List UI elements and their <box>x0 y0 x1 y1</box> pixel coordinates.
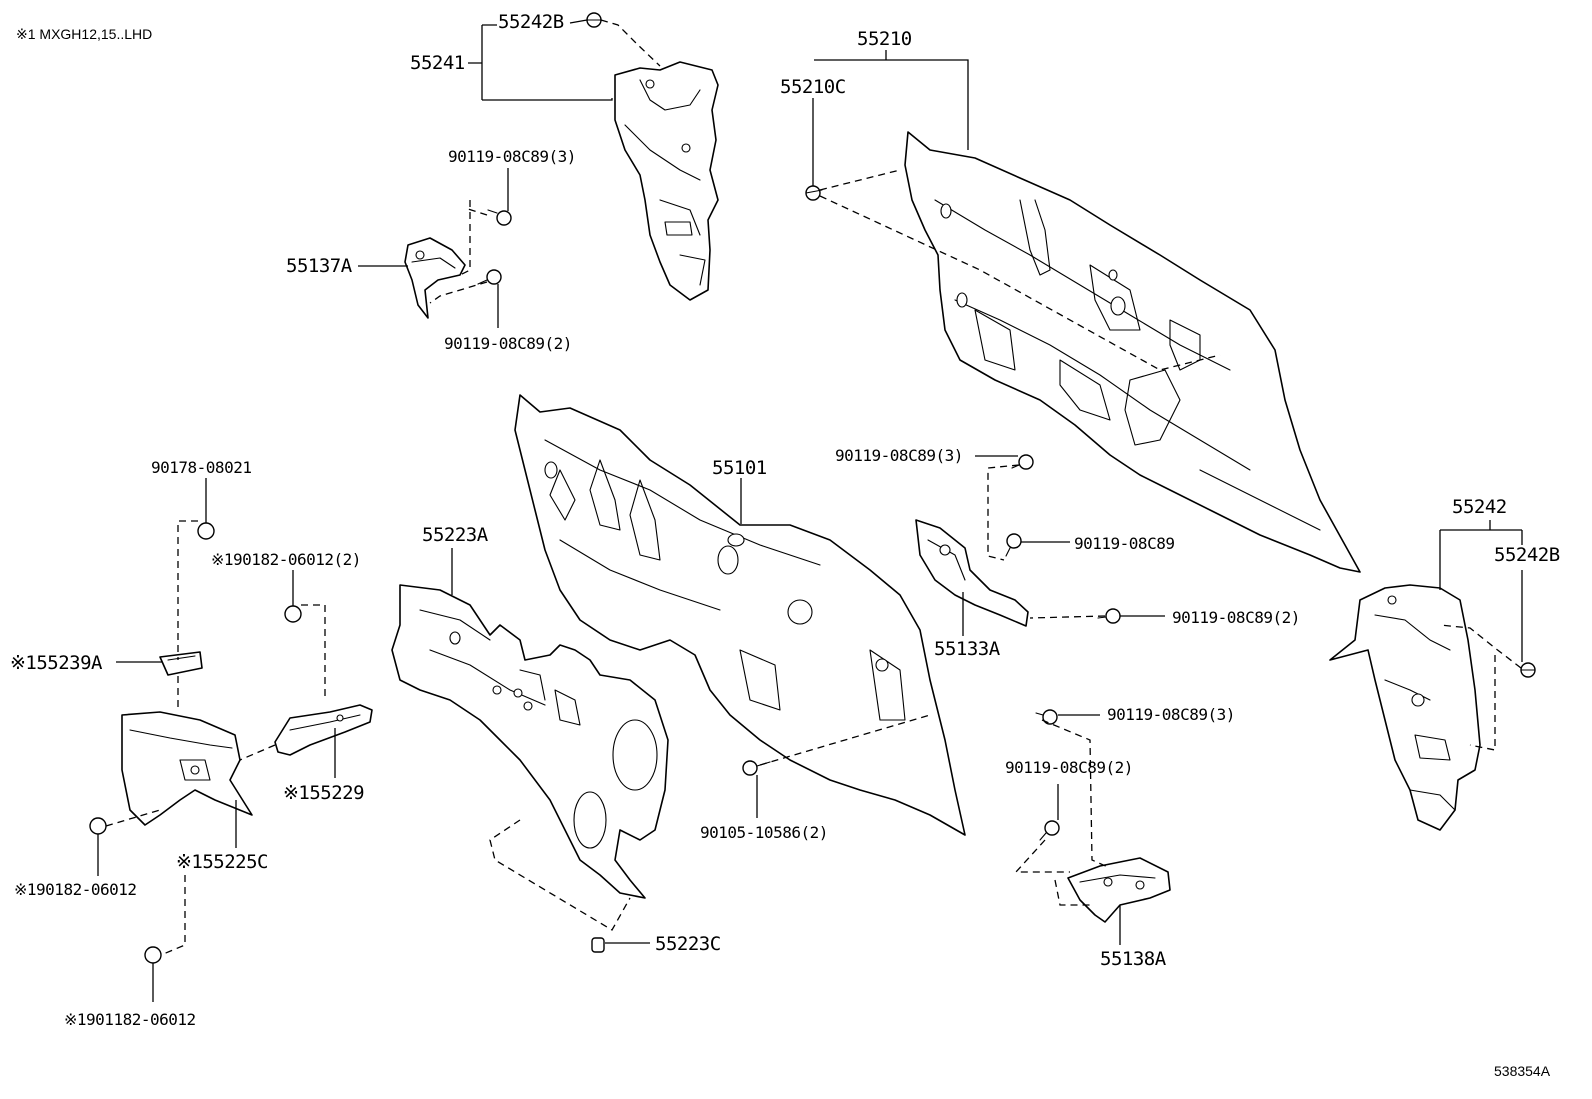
label-90119-08C89-c: 90119-08C89 <box>1074 534 1175 553</box>
leader-lines <box>97 19 1523 1002</box>
nut-icon <box>284 605 302 623</box>
label-55242B-right: 55242B <box>1494 544 1560 566</box>
nut-icon <box>197 522 215 540</box>
clip-icon <box>586 12 602 28</box>
label-90119-08C89-2-b: 90119-08C89(2) <box>1172 608 1300 627</box>
bracket-55229 <box>274 704 373 756</box>
label-55239A: ※155239A <box>10 652 103 674</box>
label-90119-08C89-3-b: 90119-08C89(3) <box>835 446 963 465</box>
side-panel-55241 <box>614 61 719 301</box>
dash-panel-55101 <box>514 394 966 836</box>
bolt-icon <box>477 269 502 285</box>
bolt-icon <box>1035 709 1058 725</box>
bracket-55239A <box>159 651 203 676</box>
figure-code: 538354A <box>1494 1063 1551 1079</box>
label-55229: ※155229 <box>283 782 365 804</box>
label-55101: 55101 <box>712 457 767 479</box>
label-55223A: 55223A <box>422 524 488 546</box>
clip-icon <box>1520 662 1536 678</box>
label-1901182-06012: ※1901182-06012 <box>64 1010 196 1029</box>
label-55225C: ※155225C <box>176 851 269 873</box>
label-90119-08C89-3-c: 90119-08C89(3) <box>1107 705 1235 724</box>
bracket-55138A <box>1067 857 1171 923</box>
label-55138A: 55138A <box>1100 948 1166 970</box>
label-190182-06012: ※190182-06012 <box>14 880 137 899</box>
insulator-55223A <box>391 584 669 899</box>
label-55210C: 55210C <box>780 76 846 98</box>
label-55242B-top: 55242B <box>498 11 564 33</box>
bolt-icon <box>487 209 512 226</box>
bolt-icon <box>1005 533 1022 557</box>
header-note: ※1 MXGH12,15..LHD <box>16 26 153 42</box>
bolt-icon <box>1011 454 1034 470</box>
bolt-icon <box>1039 820 1060 841</box>
nut-icon <box>144 946 162 964</box>
assembly-lines <box>105 19 1522 956</box>
label-55210: 55210 <box>857 28 912 50</box>
cover-55225C <box>121 711 253 826</box>
clip-icon <box>591 937 605 953</box>
label-90105-10586-2: 90105-10586(2) <box>700 823 828 842</box>
dash-insulator-55210 <box>904 131 1361 573</box>
label-90119-08C89-3-a: 90119-08C89(3) <box>448 147 576 166</box>
side-panel-55242 <box>1329 584 1481 831</box>
label-90119-08C89-2-c: 90119-08C89(2) <box>1005 758 1133 777</box>
bracket-55137A <box>404 237 466 319</box>
bolt-icon <box>1097 608 1121 624</box>
label-55133A: 55133A <box>934 638 1000 660</box>
label-190182-06012-2: ※190182-06012(2) <box>211 550 361 569</box>
label-55223C: 55223C <box>655 933 721 955</box>
label-90178-08021: 90178-08021 <box>151 458 252 477</box>
clip-icon <box>805 185 823 201</box>
nut-icon <box>89 817 107 835</box>
label-55137A: 55137A <box>286 255 352 277</box>
label-55242: 55242 <box>1452 496 1507 518</box>
label-55241: 55241 <box>410 52 465 74</box>
bolt-icon <box>742 760 771 776</box>
label-90119-08C89-2-a: 90119-08C89(2) <box>444 334 572 353</box>
bracket-55133A <box>915 519 1029 627</box>
